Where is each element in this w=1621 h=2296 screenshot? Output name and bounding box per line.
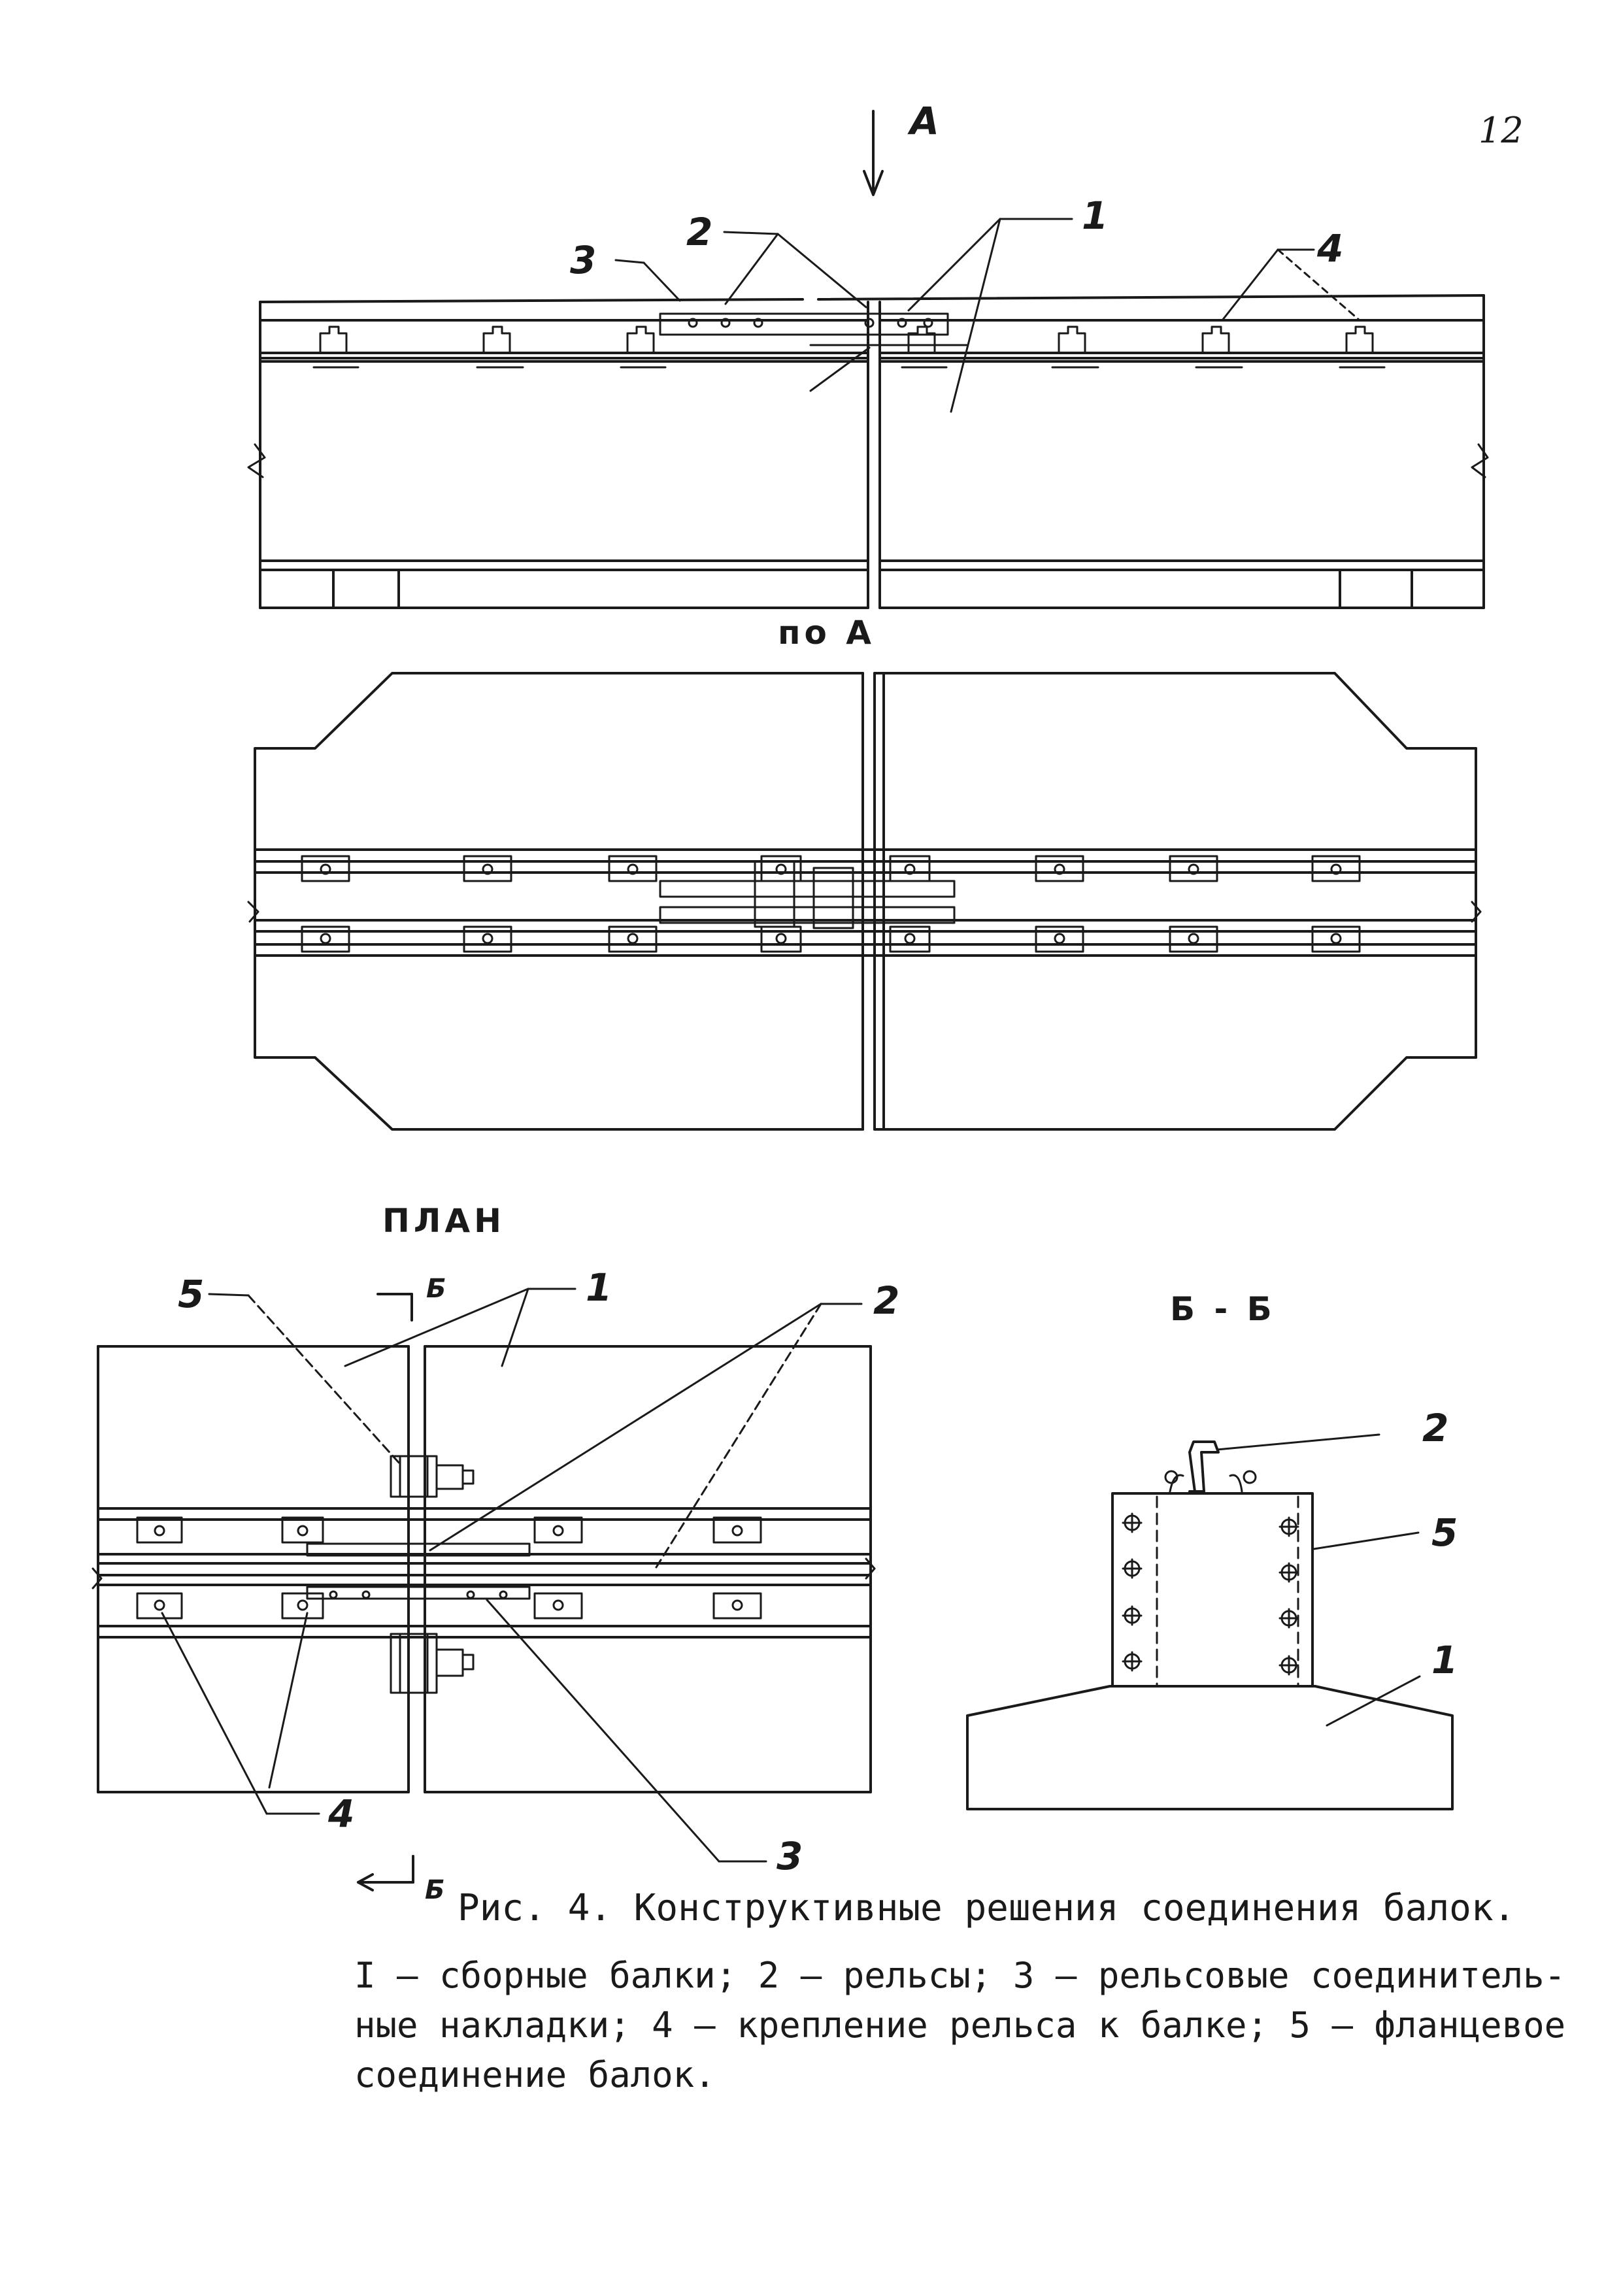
section-callout-5-label: 5 — [1431, 1510, 1458, 1555]
rail-fastening-clips — [312, 325, 1386, 369]
section-bolts — [1122, 1512, 1299, 1676]
section-callout-2-label: 2 — [1422, 1406, 1448, 1450]
figure-legend-line-3: соединение балок. — [354, 2054, 716, 2095]
figure-legend-line-1: I – сборные балки; 2 – рельсы; 3 – рельс… — [354, 1955, 1566, 1996]
section-mark-bottom: Б — [425, 1875, 445, 1905]
figure-legend-line-2: ные накладки; 4 – крепление рельса к бал… — [354, 2005, 1566, 2046]
plan-callout-1-label: 1 — [586, 1265, 612, 1310]
plan-callout-2-label: 2 — [873, 1278, 899, 1323]
plan-callout-4-label: 4 — [327, 1791, 354, 1836]
section-callout-1-label: 1 — [1431, 1638, 1458, 1682]
section-mark-top: Б — [426, 1274, 446, 1304]
callout-3-label: 3 — [570, 238, 596, 282]
side-elevation-callouts: 3 2 1 4 — [570, 193, 1361, 413]
page-number: 12 — [1479, 110, 1524, 151]
plan-callouts: 5 1 2 4 3 — [161, 1265, 899, 1878]
figure-caption-title: Рис. 4. Конструктивные решения соединени… — [458, 1887, 1516, 1929]
view-a-title: по А — [778, 614, 875, 652]
plan-title: ПЛАН — [382, 1202, 505, 1240]
arrow-a-label: A — [907, 99, 939, 143]
plan-callout-5-label: 5 — [178, 1272, 204, 1316]
top-view — [247, 672, 1482, 1131]
callout-1-label: 1 — [1082, 193, 1108, 238]
plan-fastening-plates — [136, 1516, 762, 1620]
callout-4-label: 4 — [1316, 226, 1343, 271]
top-view-fastening-plates — [301, 855, 1361, 953]
section-title: Б - Б — [1170, 1290, 1276, 1328]
plan-section-marks: Б Б — [357, 1274, 446, 1905]
plan-view — [92, 1345, 876, 1793]
plan-callout-3-label: 3 — [777, 1834, 803, 1878]
section-callouts: 2 5 1 — [1216, 1406, 1458, 1727]
side-elevation — [247, 294, 1489, 609]
callout-2-label: 2 — [686, 210, 712, 254]
section-view — [966, 1440, 1454, 1810]
view-arrow-a: A — [863, 99, 939, 196]
